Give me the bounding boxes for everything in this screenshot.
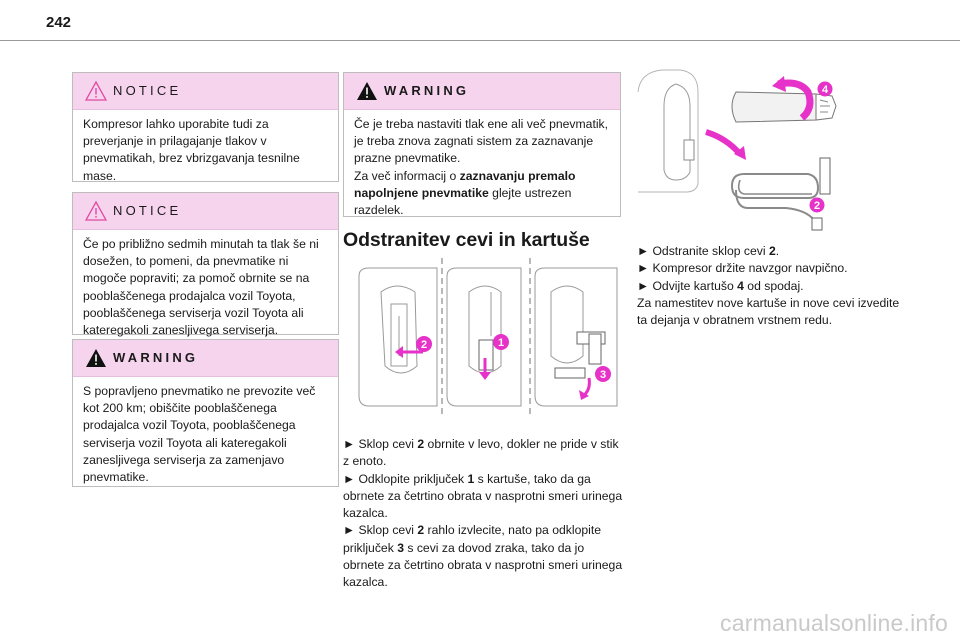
panel-3: [534, 267, 618, 407]
step-text: s kartuše, tako da ga obrnete za četrtin…: [343, 471, 623, 521]
caution-triangle-icon: [85, 81, 107, 101]
step-paragraph: ► Sklop cevi 2 obrnite v levo, dokler ne…: [343, 436, 625, 471]
step-text: ► Sklop cevi: [343, 437, 418, 451]
page-number: 242: [46, 14, 72, 31]
section-title: Odstranitev cevi in kartuše: [343, 229, 590, 251]
notice-text: Kompresor lahko uporabite tudi za prever…: [83, 117, 300, 183]
warning-text: S popravljeno pnevmatiko ne prevozite ve…: [83, 384, 316, 485]
step-number: 4: [737, 278, 744, 293]
notice-title: NOTICE: [113, 203, 182, 218]
step-paragraph: ► Sklop cevi 2 rahlo izvlecite, nato pa …: [343, 522, 625, 591]
step-number: 2: [768, 244, 776, 258]
callout-2b-label: 2: [814, 200, 820, 212]
warning-text: Če je treba nastaviti tlak ene ali več p…: [344, 110, 620, 227]
callout-1-label: 1: [498, 337, 504, 349]
notice-title: NOTICE: [113, 83, 182, 98]
step-paragraph: ► Kompresor držite navzgor navpično.: [637, 260, 907, 277]
step-text: obrnite v levo, dokler ne pride v stik z…: [343, 437, 619, 469]
warning-link-suffix: glejte ustrezen razdelek.: [354, 185, 572, 218]
warning-triangle-icon: [357, 82, 377, 100]
step-paragraph: ► Odklopite priključek 1 s kartuše, tako…: [343, 471, 625, 523]
callout-2: [416, 336, 432, 352]
rotate-arrow: [777, 79, 814, 121]
callout-3: [595, 366, 611, 382]
step-number: 1: [467, 471, 475, 486]
warning-header: WARNING: [344, 73, 620, 110]
notice-header: NOTICE: [73, 73, 338, 110]
notice-text: Če po približno sedmih minutah ta tlak š…: [83, 237, 319, 338]
step-paragraph: ► Odstranite sklop cevi 2.: [637, 243, 907, 260]
middle-steps: ► Sklop cevi 2 obrnite v levo, dokler ne…: [343, 436, 625, 592]
right-steps: ► Odstranite sklop cevi 2. ► Kompresor d…: [637, 243, 907, 329]
step-number: 2: [417, 523, 425, 538]
callout-4: [817, 81, 833, 97]
warning-title: WARNING: [113, 350, 199, 365]
notice-box-1: NOTICE Kompresor lahko uporabite tudi za…: [72, 72, 339, 183]
step-text: .: [775, 244, 780, 258]
notice-box-2: NOTICE Če po približno sedmih minutah ta…: [72, 192, 339, 337]
callout-2b: [809, 197, 825, 213]
step-text: ► Odstranite sklop cevi: [637, 244, 769, 258]
callout-4-label: 4: [822, 84, 829, 96]
step-text: ► Sklop cevi: [343, 523, 418, 538]
header-divider: [0, 40, 960, 41]
warning-box-1: WARNING S popravljeno pnevmatiko ne prev…: [72, 339, 339, 487]
callout-2-label: 2: [421, 339, 427, 351]
footer-watermark: carmanualsonline.info: [720, 610, 948, 636]
notice-header: NOTICE: [73, 193, 338, 230]
warning-line: Če je treba nastaviti tlak ene ali več p…: [354, 117, 609, 166]
caution-triangle-icon: [85, 201, 107, 221]
panel-1: [358, 267, 438, 407]
closing-paragraph: Za namestitev nove kartuše in nove cevi …: [637, 295, 900, 328]
warning-header: WARNING: [73, 340, 338, 377]
callout-1: [493, 334, 509, 350]
warning-title: WARNING: [384, 83, 470, 98]
warning-link-bold: zaznavanju premalo napolnjene pnevmatike: [354, 168, 576, 200]
callout-3-label: 3: [600, 369, 606, 381]
step-text: ► Kompresor držite navzgor navpično.: [637, 261, 848, 276]
step-text: rahlo izvlecite, nato pa odklopite prikl…: [343, 523, 601, 555]
step-text: od spodaj.: [743, 278, 804, 293]
step-number: 2: [417, 437, 425, 451]
hose-removal-figure: 2 1 3: [358, 258, 618, 414]
cartridge-figure: 4 2: [637, 69, 837, 231]
step-text: ► Odvijte kartušo: [637, 278, 738, 293]
warning-box-2: WARNING Če je treba nastaviti tlak ene a…: [343, 72, 621, 217]
step-text: ► Odklopite priključek: [343, 471, 468, 486]
step-text: s cevi za dovod zraka, tako da jo obrnet…: [343, 540, 623, 590]
warning-link-prefix: Za več informacij o: [354, 168, 460, 183]
panel-2: [446, 267, 522, 407]
step-number: 3: [397, 540, 404, 555]
step-paragraph: ► Odvijte kartušo 4 od spodaj.: [637, 278, 907, 295]
warning-triangle-icon: [86, 349, 106, 367]
